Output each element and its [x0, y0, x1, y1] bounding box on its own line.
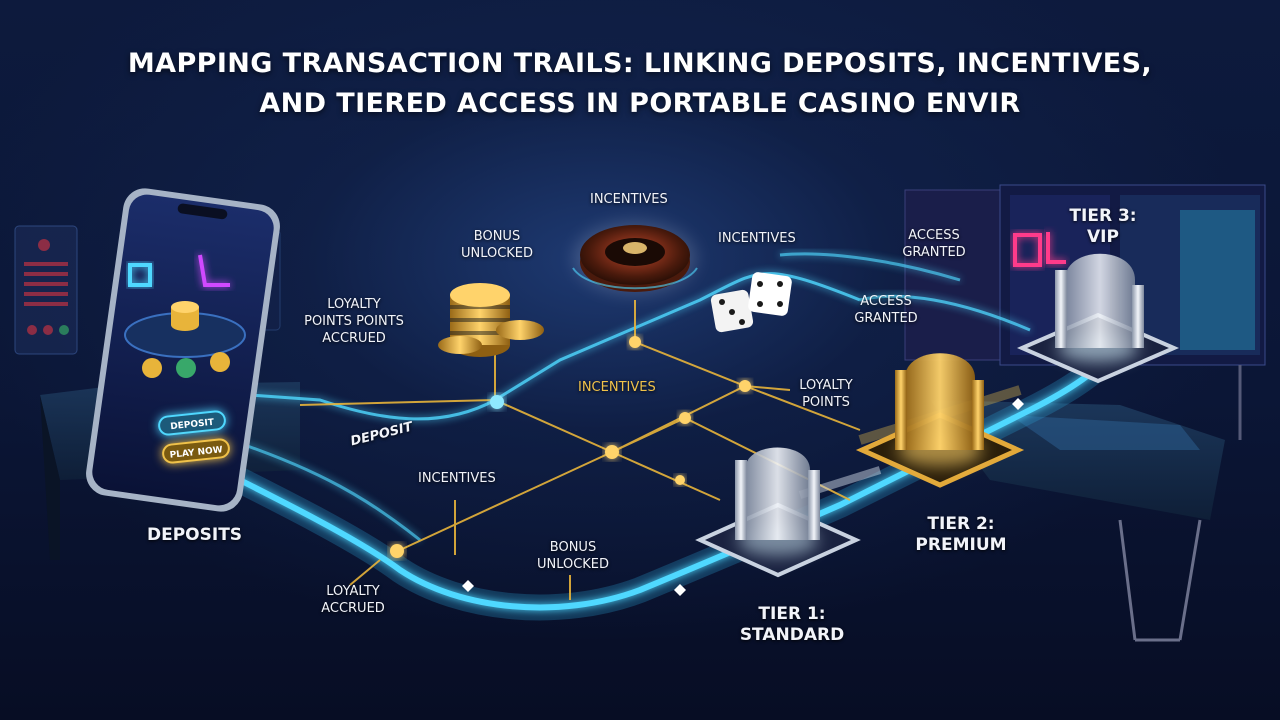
label-line: BONUS: [473, 229, 521, 244]
dice-icon: [710, 272, 792, 333]
cyan-deposit-trail: [187, 252, 1133, 621]
label-line: GRANTED: [902, 245, 966, 260]
label-loyalty-accrued: LOYALTY ACCRUED: [310, 583, 396, 617]
label-line: LOYALTY: [327, 297, 381, 312]
podium-icon-tier-1: [695, 447, 861, 578]
roulette-wheel-icon: [572, 221, 698, 295]
label-line: VIP: [1087, 227, 1119, 247]
label-line: STANDARD: [739, 625, 845, 645]
mobile-phone-icon: [86, 188, 280, 512]
label-incentives-lower: INCENTIVES: [418, 471, 496, 486]
label-line: ACCRUED: [321, 601, 385, 616]
label-tier-2: TIER 2: PREMIUM: [906, 514, 1016, 556]
chip-stack-icon: [438, 283, 544, 357]
podium-icon-tier-3: [1016, 253, 1180, 384]
label-line: TIER 2:: [927, 514, 995, 534]
label-line: TIER 1:: [758, 604, 826, 624]
label-access-granted-mid: ACCESS GRANTED: [845, 293, 927, 327]
label-bonus-unlocked-top: BONUS UNLOCKED: [452, 228, 542, 262]
trail-nodes: [390, 336, 1024, 596]
label-line: TIER 3:: [1069, 206, 1137, 226]
label-tier-3: TIER 3: VIP: [1058, 206, 1148, 248]
label-loyalty-points-accrued: LOYALTY POINTS POINTS ACCRUED: [296, 296, 412, 347]
label-line: GRANTED: [854, 311, 918, 326]
label-tier-1: TIER 1: STANDARD: [732, 604, 852, 646]
label-bonus-unlocked-low: BONUS UNLOCKED: [528, 539, 618, 573]
podium-icon-tier-2: [855, 353, 1025, 488]
label-line: PREMIUM: [915, 535, 1007, 555]
label-incentives-center: INCENTIVES: [578, 380, 656, 395]
label-access-granted-top: ACCESS GRANTED: [893, 227, 975, 261]
page-title-line-2: AND TIERED ACCESS IN PORTABLE CASINO ENV…: [259, 88, 1021, 119]
label-deposits: DEPOSITS: [147, 525, 243, 545]
label-line: LOYALTY: [326, 584, 380, 599]
label-line: ACCRUED: [322, 331, 386, 346]
label-loyalty-points: LOYALTY POINTS: [786, 377, 866, 411]
label-line: ACCESS: [908, 228, 960, 243]
label-incentives-right: INCENTIVES: [718, 231, 796, 246]
label-line: UNLOCKED: [536, 557, 610, 572]
label-incentives-top: INCENTIVES: [590, 192, 668, 207]
page-title-line-1: MAPPING TRANSACTION TRAILS: LINKING DEPO…: [127, 48, 1153, 79]
label-line: UNLOCKED: [460, 246, 534, 261]
label-line: POINTS: [802, 395, 850, 410]
label-line: BONUS: [549, 540, 597, 555]
label-line: POINTS POINTS: [304, 314, 404, 329]
label-line: ACCESS: [860, 294, 912, 309]
label-line: LOYALTY: [799, 378, 853, 393]
